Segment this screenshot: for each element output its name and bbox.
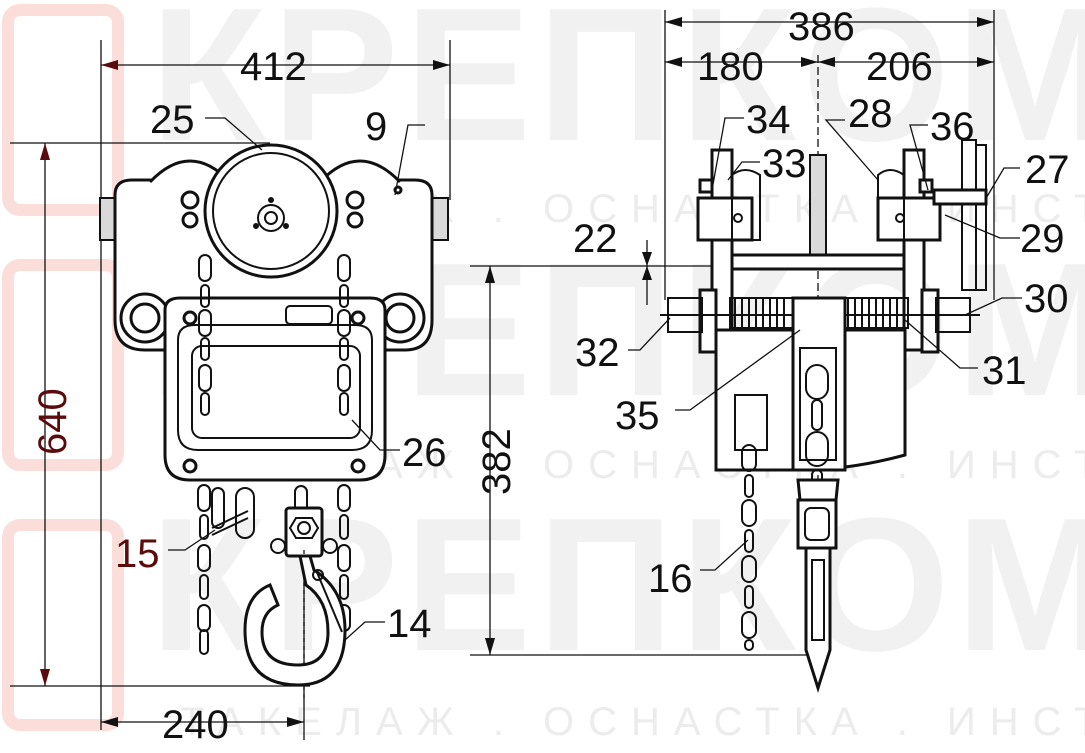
callout-34: 34 xyxy=(746,98,791,142)
dim-side-left: 180 xyxy=(697,45,764,89)
callout-15: 15 xyxy=(115,532,160,576)
callout-27: 27 xyxy=(1025,148,1070,192)
callout-29: 29 xyxy=(1020,217,1065,261)
callout-22: 22 xyxy=(573,217,618,261)
dim-hook-offset: 240 xyxy=(162,703,229,747)
front-view xyxy=(10,40,451,740)
callout-32: 32 xyxy=(575,331,620,375)
callout-14: 14 xyxy=(387,602,432,646)
callout-36: 36 xyxy=(930,105,975,149)
hook-side xyxy=(796,478,840,693)
dim-front-height: 640 xyxy=(31,388,75,455)
dim-beam-to-hook: 382 xyxy=(475,428,519,495)
hand-chain-front xyxy=(198,254,351,416)
callout-28: 28 xyxy=(848,92,893,136)
callout-35: 35 xyxy=(615,394,660,438)
callout-25: 25 xyxy=(150,98,195,142)
dim-side-right: 206 xyxy=(866,45,933,89)
watermark-tagline-3: ТАКЕЛАЖ . ОСНАСТКА . ИНСТРУМЕНТ xyxy=(180,700,1085,744)
callout-31: 31 xyxy=(982,349,1027,393)
side-view xyxy=(470,10,995,693)
callout-33: 33 xyxy=(762,142,807,186)
callout-16: 16 xyxy=(648,557,693,601)
dim-side-width: 386 xyxy=(788,5,855,49)
dim-front-width: 412 xyxy=(240,45,307,89)
hand-chain-side xyxy=(741,444,757,651)
callout-numbers: 25 9 26 15 14 34 33 28 36 27 22 29 30 32… xyxy=(115,92,1070,646)
dimension-labels: 412 640 240 386 180 206 382 xyxy=(31,5,933,747)
callout-30: 30 xyxy=(1024,277,1069,321)
hook-front xyxy=(243,506,347,700)
watermark-brand: КРЕПКОМ xyxy=(150,0,1085,181)
callout-26: 26 xyxy=(402,431,447,475)
callout-leaders xyxy=(168,117,1022,641)
callout-9: 9 xyxy=(365,105,387,149)
watermark-logo-icon xyxy=(2,4,124,731)
